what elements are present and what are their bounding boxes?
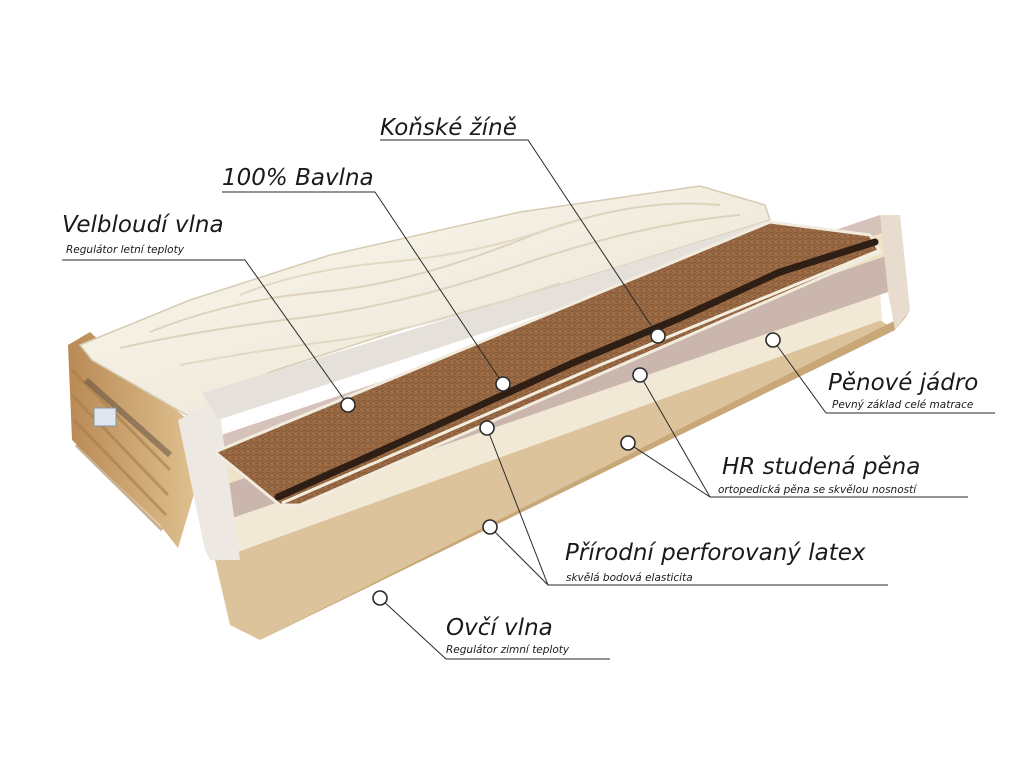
- marker-velbloudi-vlna: [340, 397, 356, 413]
- marker-hr-pena: [632, 367, 648, 383]
- marker-latex: [479, 420, 495, 436]
- callout-markers: [340, 328, 781, 606]
- mattress-end-face: [68, 332, 210, 548]
- sublabel-velbloudi-vlna: Regulátor letní teploty: [66, 244, 184, 256]
- label-ovci-vlna: Ovčí vlna: [446, 615, 553, 641]
- label-hr-pena: HR studená pěna: [722, 454, 921, 480]
- label-penove-jadro: Pěnové jádro: [828, 370, 979, 396]
- sublabel-hr-pena: ortopedická pěna se skvělou nosností: [718, 484, 917, 496]
- sublabel-penove-jadro: Pevný základ celé matrace: [832, 399, 974, 411]
- marker-latex-2: [482, 519, 498, 535]
- zipper-tab: [93, 407, 117, 427]
- marker-bavlna: [495, 376, 511, 392]
- leader-lines: [62, 139, 995, 660]
- sublabel-latex: skvělá bodová elasticita: [566, 572, 693, 584]
- marker-konske-zine: [650, 328, 666, 344]
- marker-ovci-vlna: [372, 590, 388, 606]
- label-konske-zine: Koňské žíně: [380, 115, 517, 141]
- label-velbloudi-vlna: Velbloudí vlna: [62, 212, 224, 238]
- coconut-layer: [212, 220, 883, 507]
- label-latex: Přírodní perforovaný latex: [565, 540, 866, 566]
- marker-hr-pena-2: [620, 435, 636, 451]
- label-bavlna: 100% Bavlna: [222, 165, 374, 191]
- marker-penove-jadro: [765, 332, 781, 348]
- sublabel-ovci-vlna: Regulátor zimní teploty: [446, 644, 570, 656]
